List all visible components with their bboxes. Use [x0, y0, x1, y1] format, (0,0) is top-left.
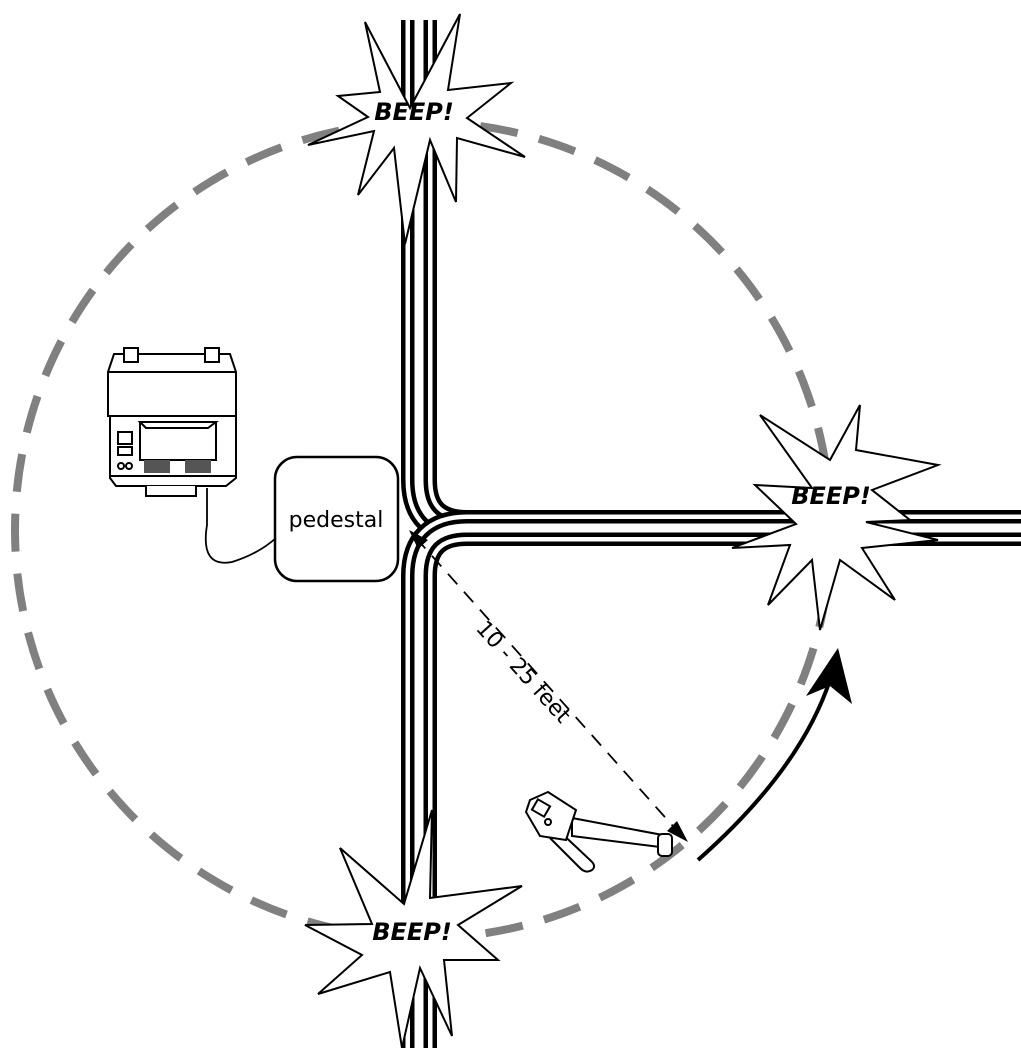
pedestal-label: pedestal	[289, 508, 384, 533]
transmitter-case-icon	[107, 347, 237, 497]
beep-label-bottom: BEEP!	[372, 918, 452, 946]
distance-arrow	[409, 530, 688, 842]
beep-burst-bottom: BEEP!	[304, 809, 523, 1048]
lead-wire	[204, 488, 277, 564]
sweep-direction-arrow-icon	[696, 648, 852, 862]
pedestal: pedestal	[273, 455, 400, 583]
handheld-receiver-icon	[524, 790, 673, 873]
beep-burst-top: BEEP!	[307, 13, 526, 245]
beep-label-top: BEEP!	[374, 98, 454, 126]
beep-label-right: BEEP!	[791, 482, 871, 510]
distance-label: 10 - 25 feet	[471, 616, 576, 728]
beep-burst-right: BEEP!	[731, 404, 942, 631]
distance-label-group: 10 - 25 feet	[471, 616, 576, 728]
buried-cable	[401, 20, 1021, 1048]
